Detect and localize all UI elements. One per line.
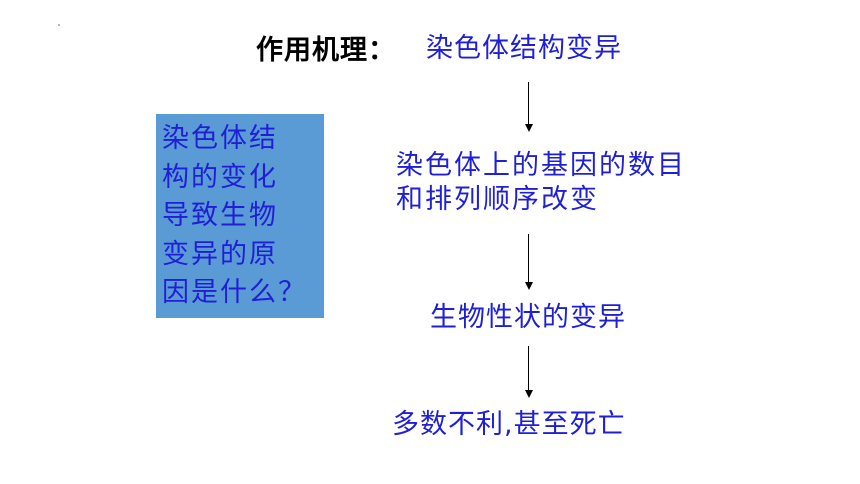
arrow-shaft [528, 234, 529, 284]
arrow-head [525, 124, 533, 132]
flow-step-line: 多数不利,甚至死亡 [392, 409, 626, 440]
flow-step-line: 染色体结构变异 [426, 33, 622, 64]
arrow-shaft [528, 82, 529, 126]
question-line: 因是什么？ [162, 277, 307, 308]
arrow-down-icon [524, 82, 534, 132]
question-line: 构的变化 [162, 161, 278, 193]
question-line: 染色体结 [162, 123, 278, 154]
mechanism-heading: 作用机理： [256, 35, 396, 66]
arrow-head [525, 282, 533, 290]
flow-step-line: 生物性状的变异 [430, 302, 626, 333]
flow-step-line: 和排列顺序改变 [396, 184, 599, 215]
arrow-down-icon [524, 234, 534, 290]
question-line: 变异的原 [162, 238, 278, 270]
flow-step-gene-change: 染色体上的基因的数目 和排列顺序改变 [396, 149, 686, 217]
question-box: 染色体结 构的变化 导致生物 变异的原 因是什么？ [156, 114, 324, 318]
question-line: 导致生物 [162, 200, 278, 231]
flow-step-structural-variation: 染色体结构变异 [426, 32, 622, 66]
flow-step-line: 染色体上的基因的数目 [396, 150, 686, 181]
flow-step-trait-variation: 生物性状的变异 [430, 301, 626, 335]
flow-step-outcome: 多数不利,甚至死亡 [392, 408, 626, 442]
decorative-dot [58, 24, 60, 26]
arrow-shaft [528, 346, 529, 392]
arrow-down-icon [524, 346, 534, 398]
arrow-head [525, 390, 533, 398]
